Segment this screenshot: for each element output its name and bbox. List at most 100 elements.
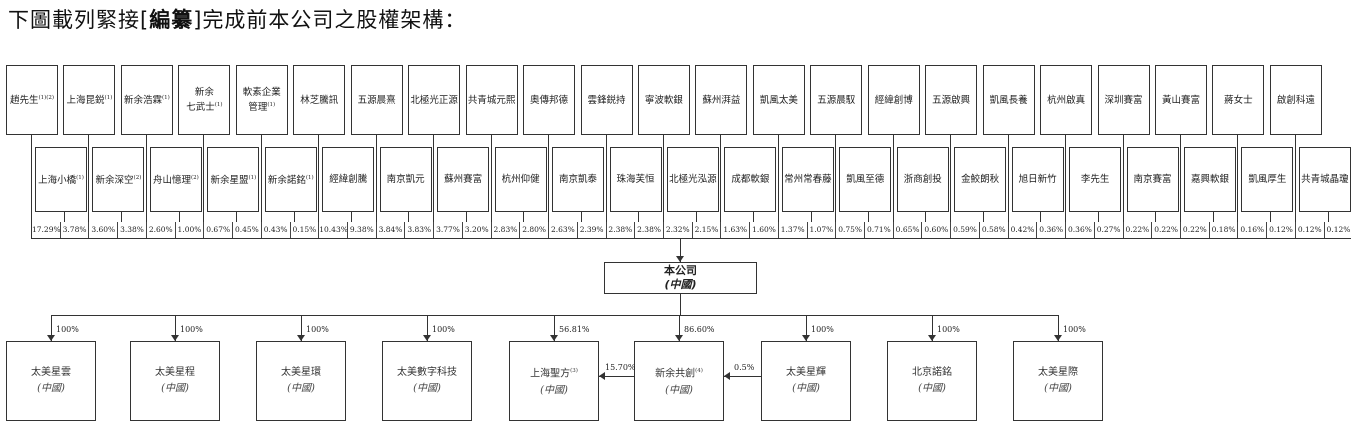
- shareholder-box: 奧傳邦德: [523, 65, 576, 135]
- holder-name: 凱風至德: [846, 174, 885, 185]
- holder-name: 經緯創騰: [329, 174, 368, 185]
- title-bold: 編纂: [149, 8, 194, 32]
- cross-holding-percentage: 0.5%: [734, 363, 755, 372]
- subsidiary-country: (中國): [37, 383, 65, 394]
- footnote-mark: (1): [248, 174, 257, 181]
- shareholder-box: 蘇州湃益: [695, 65, 748, 135]
- cross-holding-percentage: 15.70%: [605, 363, 636, 372]
- box-label: 上海聖方(3): [530, 363, 578, 382]
- connector-line: [375, 135, 377, 222]
- holder-name: 經緯創博: [874, 94, 913, 106]
- footnote-mark: (1): [76, 174, 84, 181]
- cross-holding-line: [724, 376, 761, 377]
- box-label: 經緯創騰: [329, 173, 367, 186]
- title-text: 下圖載列緊接[: [8, 8, 150, 32]
- holding-percentage: 0.67%: [203, 222, 232, 238]
- holding-percentage: 0.71%: [864, 222, 893, 238]
- shareholder-box: 深圳賽富: [1097, 65, 1150, 135]
- holding-percentage: 0.42%: [1007, 222, 1037, 238]
- holder-name: 太美星輝: [786, 367, 826, 378]
- box-label: 太美星際: [1038, 365, 1078, 381]
- holder-name: 趙先生: [9, 95, 39, 107]
- title-text-end: ]完成前本公司之股權架構：: [193, 8, 467, 32]
- connector-line: [638, 212, 640, 222]
- connector-line: [1065, 135, 1067, 222]
- subsidiary-box: 太美星環(中國): [256, 341, 346, 421]
- box-label: 李先生: [1081, 173, 1110, 186]
- holder-name: 新余浩霖: [123, 95, 162, 107]
- box-label: 嘉興軟銀: [1191, 173, 1229, 186]
- shareholder-box: 凱風太美: [752, 65, 805, 135]
- box-label: 五源啟興: [932, 94, 970, 107]
- connector-line: [318, 135, 320, 222]
- connector-line: [121, 212, 123, 222]
- holding-percentage: 2.32%: [662, 222, 692, 238]
- holding-percentage: 0.22%: [1180, 222, 1209, 238]
- box-label: 共青城元熙: [468, 94, 516, 107]
- holding-percentage: 0.22%: [1151, 222, 1180, 238]
- holder-name: 新余 七武士: [186, 86, 215, 114]
- holder-name: 太美星環: [281, 367, 321, 378]
- box-label: 寧波軟銀: [645, 94, 683, 107]
- footnote-mark: (1): [214, 101, 223, 108]
- connector-line: [1270, 212, 1272, 222]
- shareholder-box: 南京凱元: [379, 147, 432, 212]
- arrow-head: [171, 335, 179, 341]
- holder-name: 蘇州湃益: [702, 94, 741, 106]
- connector-line: [548, 135, 550, 222]
- box-label: 浙商創投: [904, 173, 942, 186]
- connector-line: [1212, 212, 1214, 222]
- arrow-head: [676, 256, 684, 262]
- box-label: 珠海芙恒: [616, 173, 654, 186]
- subsidiary-box: 新余共創(4)(中國): [634, 341, 724, 421]
- holding-percentage: 0.45%: [232, 222, 261, 238]
- connector-line: [490, 135, 492, 222]
- connector-line: [777, 135, 779, 222]
- holder-name: 凱風長養: [989, 94, 1028, 106]
- connector-line: [175, 315, 176, 341]
- page-title: 下圖載列緊接[編纂]完成前本公司之股權架構：: [8, 4, 466, 34]
- holding-percentage: 2.83%: [490, 222, 520, 238]
- shareholder-box: 常州常春藤: [781, 147, 834, 212]
- box-label: 北京諾銘: [912, 365, 952, 381]
- footnote-mark: (2): [133, 174, 142, 181]
- connector-line: [427, 315, 428, 341]
- holding-percentage: 0.65%: [892, 222, 922, 238]
- connector-line: [753, 212, 755, 222]
- holder-name: 深圳賽富: [1104, 94, 1143, 106]
- holder-name: 共青城晶瓊: [1301, 174, 1349, 185]
- footnote-mark: (1): [267, 101, 276, 108]
- holder-name: 五源啟興: [932, 94, 971, 106]
- subsidiary-country: (中國): [540, 384, 568, 396]
- holder-name: 上海聖方: [530, 368, 571, 380]
- box-label: 上海小橋(1): [38, 172, 84, 187]
- connector-line: [835, 135, 837, 222]
- shareholder-box: 成都軟銀: [724, 147, 777, 212]
- arrow-head: [724, 372, 730, 380]
- holding-percentage: 2.63%: [548, 222, 577, 238]
- connector-line: [982, 212, 984, 222]
- connector-line: [720, 135, 722, 222]
- box-label: 成都軟銀: [731, 173, 769, 186]
- box-label: 太美星輝: [786, 365, 826, 381]
- shareholder-box: 新余諾銘(1): [264, 147, 317, 212]
- holding-percentage: 1.63%: [720, 222, 749, 238]
- holding-percentage: 0.12%: [1294, 222, 1324, 238]
- holder-name: 林芝騰訊: [300, 94, 339, 106]
- subsidiary-box: 上海聖方(3) (中國): [509, 341, 599, 421]
- box-label: 太美星程: [155, 365, 195, 381]
- holder-name: 成都軟銀: [731, 174, 770, 185]
- box-label: 南京凱泰: [559, 173, 597, 186]
- box-label: 黃山賽富: [1162, 94, 1200, 107]
- connector-line: [1040, 212, 1042, 222]
- box-label: 新余共創(4): [655, 363, 703, 382]
- box-label: 太美星雲: [31, 365, 71, 381]
- holder-name: 太美星程: [155, 367, 195, 378]
- shareholder-box: 旭日新竹: [1011, 147, 1064, 212]
- holder-name: 南京凱泰: [559, 174, 598, 185]
- box-label: 五源晨熹: [358, 94, 396, 107]
- subsidiary-box: 太美星際(中國): [1013, 341, 1103, 421]
- shareholder-box: 嘉興軟銀: [1184, 147, 1236, 212]
- holding-percentage: 0.43%: [260, 222, 290, 238]
- connector-line: [925, 212, 927, 222]
